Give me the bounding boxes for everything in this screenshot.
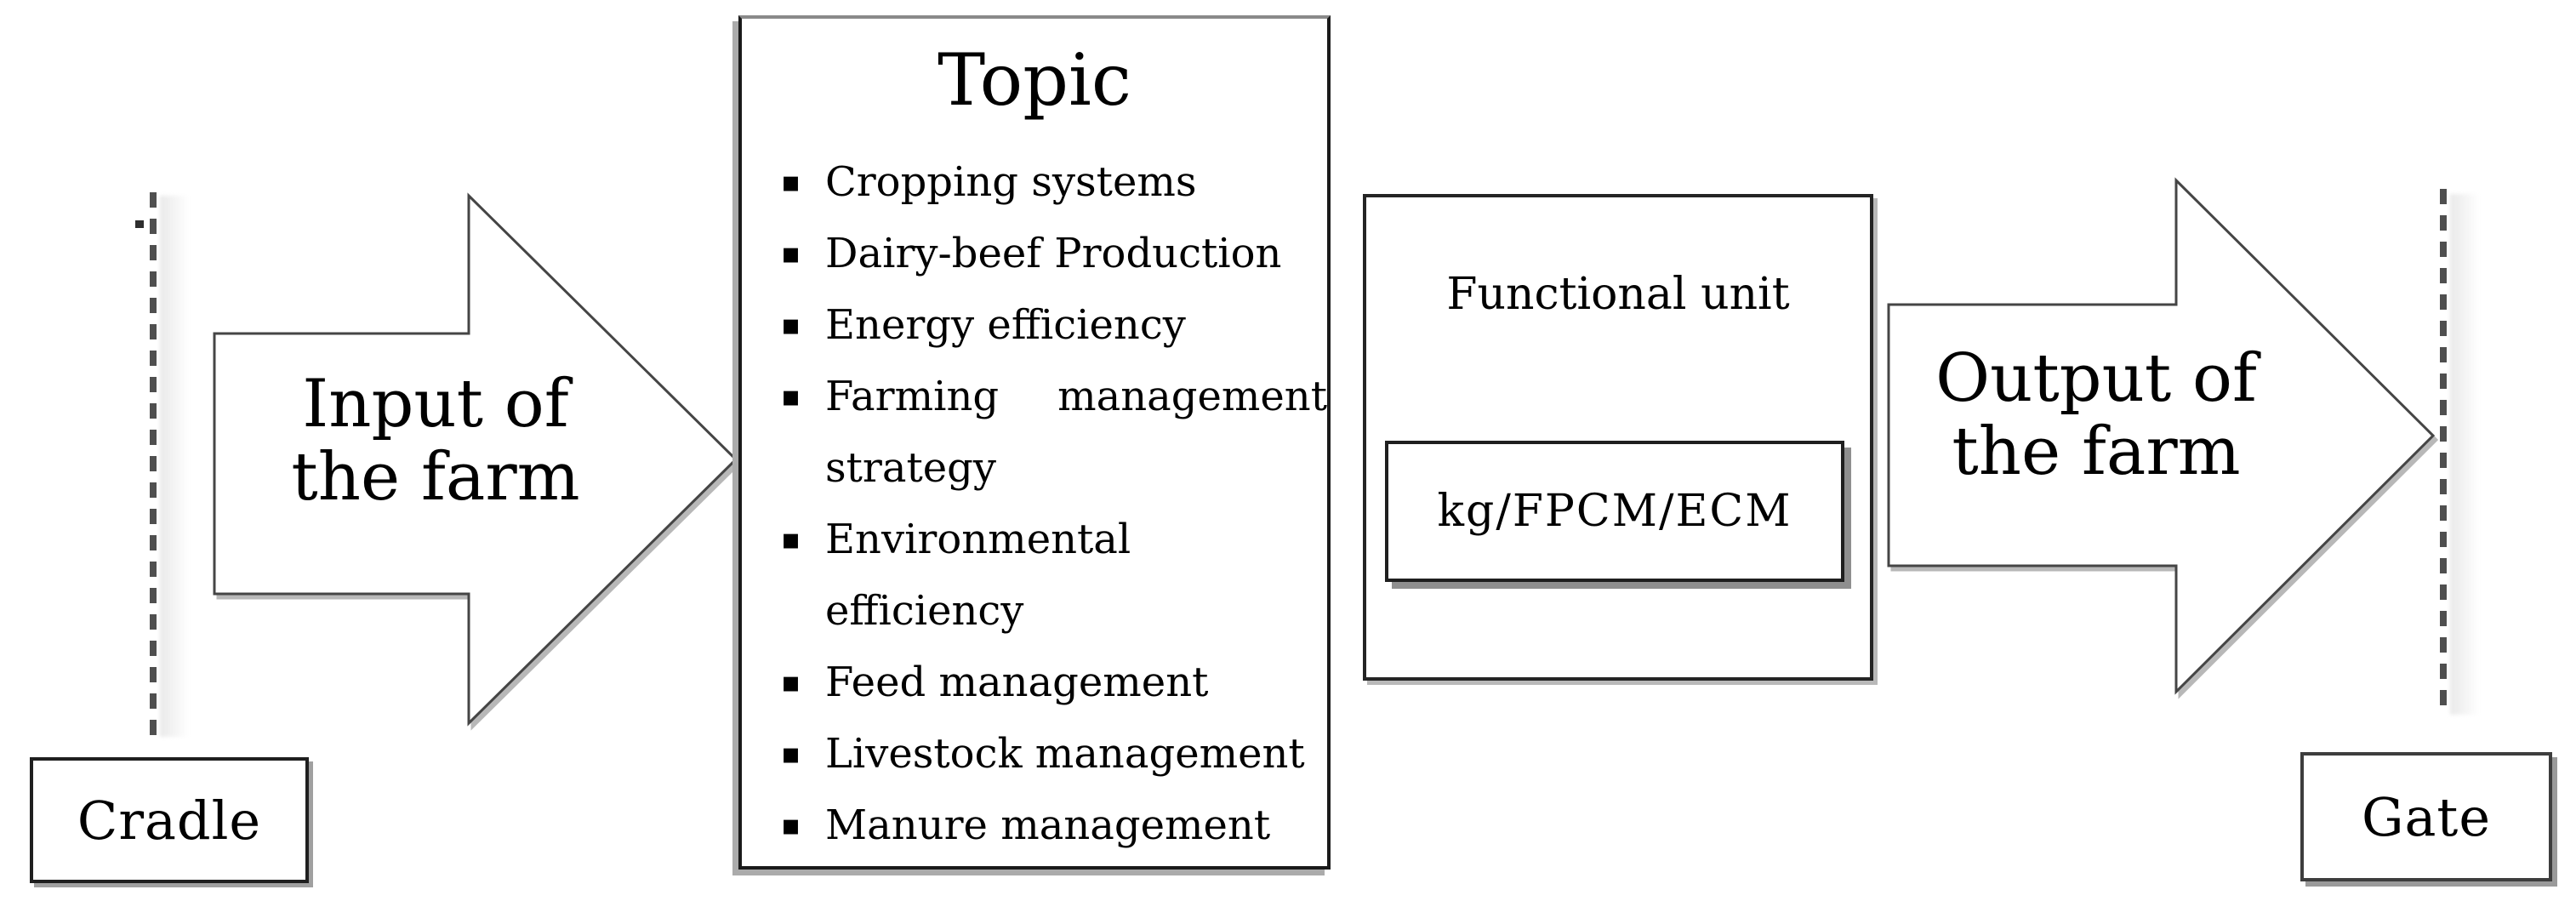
functional-unit-box: Functional unit kg/FPCM/ECM bbox=[1363, 194, 1873, 681]
topic-item: ▪ Energy efficiency bbox=[742, 289, 1327, 361]
topic-item: ▪ Livestock management bbox=[742, 718, 1327, 790]
topic-item-label: Energy efficiency bbox=[825, 301, 1186, 349]
topic-item-label: Dairy-beef Production bbox=[825, 230, 1282, 277]
topic-list: ▪ Cropping systems ▪ Dairy-beef Production… bbox=[742, 146, 1327, 861]
functional-unit-value: kg/FPCM/ECM bbox=[1437, 486, 1792, 537]
topic-item-label: Livestock management bbox=[825, 730, 1305, 778]
topic-title: Topic bbox=[938, 38, 1131, 122]
bullet-icon: ▪ bbox=[781, 165, 801, 199]
topic-item-label: Feed management bbox=[825, 659, 1209, 706]
bullet-icon: ▪ bbox=[781, 379, 801, 413]
left-boundary-shadow bbox=[160, 196, 189, 737]
output-arrow-label: Output of the farm bbox=[1892, 342, 2300, 488]
input-arrow-line2: the farm bbox=[291, 439, 580, 516]
topic-item: ▪ Environmental efficiency bbox=[742, 504, 1327, 647]
functional-unit-title: Functional unit bbox=[1446, 269, 1790, 320]
topic-item: ▪ Manure management bbox=[742, 790, 1327, 861]
right-boundary-shadow bbox=[2450, 194, 2479, 715]
input-arrow-line1: Input of bbox=[302, 366, 569, 442]
functional-unit-value-box: kg/FPCM/ECM bbox=[1385, 441, 1844, 582]
topic-item-label: Farming management strategy bbox=[825, 373, 1327, 492]
topic-box: Topic ▪ Cropping systems ▪ Dairy-beef Prod… bbox=[738, 15, 1331, 870]
topic-item: ▪ Cropping systems bbox=[742, 146, 1327, 218]
stray-dash-mark bbox=[135, 220, 144, 228]
right-boundary-dashed-line bbox=[2440, 189, 2447, 713]
cradle-box: Cradle bbox=[30, 757, 309, 883]
bullet-icon: ▪ bbox=[781, 808, 801, 842]
topic-item-label: Environmental efficiency bbox=[825, 516, 1131, 635]
bullet-icon: ▪ bbox=[781, 308, 801, 342]
gate-label: Gate bbox=[2361, 785, 2492, 848]
cradle-label: Cradle bbox=[77, 789, 262, 852]
output-arrow-line1: Output of bbox=[1935, 340, 2257, 417]
output-arrow-shape bbox=[1887, 177, 2436, 695]
topic-item-label: Manure management bbox=[825, 801, 1271, 849]
topic-item: ▪ Farming management strategy bbox=[742, 361, 1327, 504]
topic-item-label: Cropping systems bbox=[825, 158, 1197, 206]
topic-item: ▪ Dairy-beef Production bbox=[742, 218, 1327, 289]
bullet-icon: ▪ bbox=[781, 665, 801, 699]
output-arrow-line2: the farm bbox=[1952, 413, 2241, 490]
bullet-icon: ▪ bbox=[781, 522, 801, 556]
input-arrow-shape bbox=[213, 192, 738, 727]
bullet-icon: ▪ bbox=[781, 737, 801, 771]
bullet-icon: ▪ bbox=[781, 237, 801, 271]
gate-box: Gate bbox=[2300, 752, 2552, 881]
topic-item: ▪ Feed management bbox=[742, 647, 1327, 718]
input-arrow-label: Input of the farm bbox=[223, 368, 648, 514]
left-boundary-dashed-line bbox=[150, 192, 157, 737]
